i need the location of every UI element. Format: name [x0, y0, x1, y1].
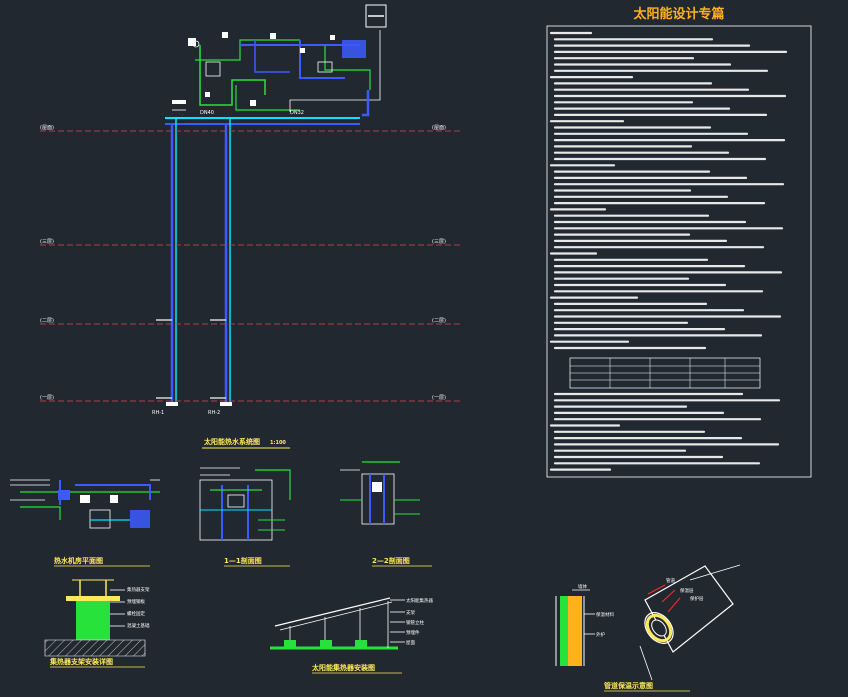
machine-room-plan-drawing [10, 479, 160, 529]
floor-label-3f-left: (三层) [40, 239, 54, 245]
section-1-1[interactable]: 1—1剖面图 [199, 467, 291, 567]
support-label-2: 预埋钢板 [127, 598, 145, 605]
riser-branch-stubs [156, 319, 232, 406]
section-2-2-caption: 2—2剖面图 [372, 556, 410, 565]
support-label-3: 螺栓固定 [127, 610, 145, 617]
header-a-label: DN40 [200, 110, 214, 116]
riser-left-label: RH-1 [152, 410, 164, 416]
support-detail[interactable]: 集热器支架 预埋钢板 螺栓固定 混凝土基础 集热器支架安装详图 [44, 579, 150, 668]
support-label-4: 混凝土基础 [127, 622, 150, 629]
equipment-box [365, 4, 387, 28]
collector-label-1: 太阳能集热器 [406, 597, 433, 604]
floor-label-roof-left: (屋面) [40, 125, 54, 131]
wall-section-drawing [555, 589, 595, 666]
support-label-1: 集热器支架 [127, 586, 150, 593]
section-2-2-drawing [340, 461, 420, 525]
insulated-pipe-drawing [639, 564, 741, 681]
spec-table [569, 357, 761, 389]
wall-label-2: 保温材料 [596, 611, 614, 618]
floor-label-roof-right: (屋面) [432, 125, 446, 131]
riser-diagram-scale: 1:100 [270, 440, 286, 446]
floor-label-1f-right: (一层) [432, 395, 446, 401]
riser-right-label: RH-2 [208, 410, 220, 416]
machine-room-caption: 热水机房平面图 [54, 556, 103, 565]
machine-room-plan[interactable]: 热水机房平面图 [10, 479, 160, 567]
collector-label-2: 支架 [406, 609, 415, 616]
pipe-label-pipe: 管道 [666, 577, 675, 584]
pipe-label-jacket: 保护层 [690, 595, 704, 602]
riser-diagram-caption: 太阳能热水系统图 [204, 437, 260, 446]
insulation-detail-caption: 管道保温示意图 [604, 681, 653, 690]
spec-sheet-title: 太阳能设计专篇 [632, 6, 724, 22]
section-1-1-drawing [199, 467, 291, 541]
spec-text-lines [549, 31, 788, 471]
floor-label-2f-right: (二层) [432, 318, 446, 324]
floor-label-1f-left: (一层) [40, 395, 54, 401]
section-1-1-caption: 1—1剖面图 [224, 556, 262, 565]
insulation-detail[interactable]: 墙体 保温材料 外护 管道 保温层 保护层 管道保温示意图 [555, 564, 741, 692]
riser-diagram[interactable]: DN40 DN32 (屋面) (屋面) (三层) (三层) (二层) (二层) … [40, 4, 460, 449]
wall-label-1: 墙体 [578, 583, 587, 590]
spec-sheet-border [546, 25, 812, 478]
floor-label-3f-right: (三层) [432, 239, 446, 245]
section-2-2[interactable]: 2—2剖面图 [340, 461, 432, 567]
collector-label-3: 钢管立柱 [406, 619, 424, 626]
collector-label-4: 预埋件 [406, 629, 420, 636]
collector-detail-drawing [270, 597, 405, 650]
wall-label-3: 外护 [596, 631, 605, 638]
floor-level-lines [40, 130, 460, 402]
spec-sheet[interactable]: 太阳能设计专篇 [546, 6, 812, 478]
pipe-label-insulation: 保温层 [680, 587, 694, 594]
riser-top-equipment [172, 30, 381, 117]
header-b-label: DN32 [290, 110, 304, 116]
support-detail-drawing [44, 579, 146, 657]
floor-label-2f-left: (二层) [40, 318, 54, 324]
support-detail-caption: 集热器支架安装详图 [49, 657, 113, 666]
collector-label-5: 屋面 [406, 640, 415, 646]
collector-detail[interactable]: 太阳能集热器 支架 钢管立柱 预埋件 屋面 太阳能集热器安装图 [270, 597, 433, 674]
collector-detail-caption: 太阳能集热器安装图 [312, 663, 375, 672]
